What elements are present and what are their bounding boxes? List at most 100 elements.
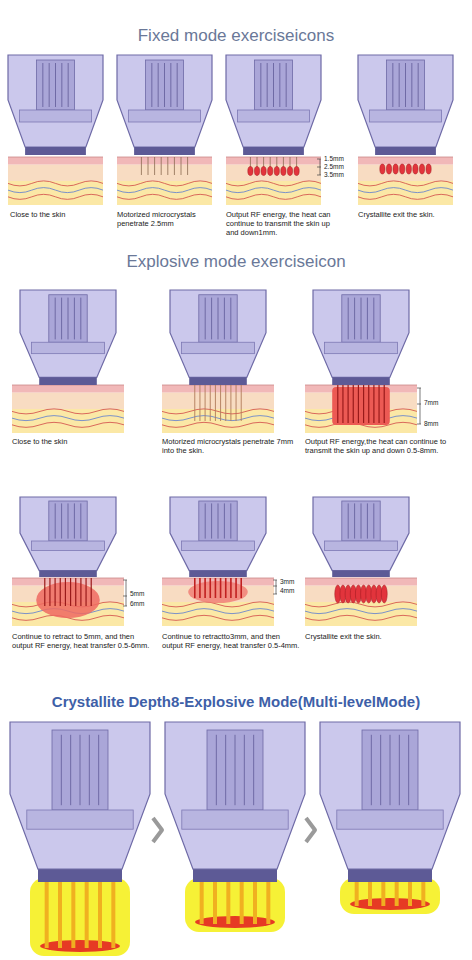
- cartridge-line: [354, 298, 355, 340]
- blood-vessel: [12, 416, 124, 421]
- cartridge-line: [418, 63, 419, 107]
- depth-bracket: [123, 580, 127, 606]
- cartridge-line: [49, 63, 50, 107]
- microneedle: [421, 880, 425, 906]
- microneedle: [384, 385, 385, 423]
- blood-vessel: [117, 194, 212, 199]
- housing-step: [128, 110, 200, 122]
- microneedle: [60, 578, 61, 606]
- heat-spot: [386, 164, 391, 174]
- microneedle: [70, 578, 71, 606]
- microneedle: [65, 578, 66, 606]
- dermis: [117, 165, 212, 181]
- microneedle: [220, 385, 221, 421]
- cartridge-line: [80, 735, 81, 805]
- rf-heat-zone: [335, 585, 387, 603]
- cartridge-line: [55, 503, 56, 538]
- fat-layer: [12, 409, 124, 433]
- cartridge-line: [205, 298, 206, 340]
- skin-section: [12, 385, 124, 433]
- handpiece-body: [313, 497, 409, 571]
- depth-dimension: 4mm: [280, 587, 310, 595]
- skin-section: [162, 578, 274, 626]
- fat-layer: [226, 181, 321, 205]
- cartridge-line: [158, 63, 159, 107]
- handpiece-body: [226, 55, 321, 147]
- handpiece: [320, 722, 460, 882]
- microneedle: [85, 880, 89, 948]
- housing-step: [32, 541, 105, 551]
- blood-vessel: [12, 422, 124, 427]
- handpiece: [170, 290, 266, 385]
- handpiece: [358, 55, 453, 155]
- microneedles: [195, 578, 241, 598]
- step-caption: Motorized microcrystals penetrate 7mm in…: [162, 437, 297, 455]
- housing-step: [325, 342, 398, 353]
- microneedle: [71, 880, 75, 948]
- cartridge: [362, 730, 418, 810]
- microneedle: [378, 385, 379, 423]
- bracket-tick: [317, 175, 321, 176]
- cartridge: [49, 501, 87, 541]
- cartridge: [342, 295, 380, 343]
- skin-surface: [117, 157, 212, 158]
- depth-bracket: [273, 580, 277, 594]
- cartridge: [199, 501, 237, 541]
- cartridge: [199, 295, 237, 343]
- dermis: [12, 393, 124, 409]
- housing-step: [182, 342, 255, 353]
- blood-vessel: [162, 422, 274, 427]
- cartridge-line: [42, 63, 43, 107]
- energy-glow: [340, 878, 440, 914]
- microneedle: [395, 880, 399, 906]
- microneedle: [167, 157, 168, 175]
- cartridge-line: [230, 503, 231, 538]
- heat-spot: [254, 167, 259, 176]
- epidermis: [117, 157, 212, 165]
- microneedle: [199, 385, 200, 421]
- skin-surface: [8, 157, 103, 158]
- handpiece: [165, 722, 305, 882]
- microneedle: [342, 385, 343, 423]
- bracket-tick: [317, 159, 321, 160]
- fat-layer: [305, 602, 417, 626]
- microneedle: [85, 578, 86, 606]
- bracket-tick: [123, 606, 127, 607]
- section-heading: Crystallite Depth8-Explosive Mode(Multi-…: [6, 693, 466, 711]
- bracket-tick: [273, 594, 277, 595]
- handpiece-tip: [189, 571, 247, 577]
- blood-vessel: [162, 615, 274, 620]
- microneedle: [91, 578, 92, 606]
- skin-section: [305, 385, 417, 433]
- depth-dimension: 7mm: [424, 399, 464, 407]
- cartridge: [146, 60, 184, 110]
- microneedle: [358, 385, 359, 423]
- step-caption: Crystallite exit the skin.: [305, 632, 445, 641]
- cartridge: [342, 501, 380, 541]
- cartridge-line: [61, 503, 62, 538]
- handpiece: [10, 722, 150, 882]
- dermis: [226, 165, 321, 181]
- heat-core: [195, 916, 275, 928]
- cartridge: [52, 730, 108, 810]
- microneedle: [161, 157, 162, 175]
- microneedle: [194, 385, 195, 421]
- dermis: [8, 165, 103, 181]
- microneedle: [44, 578, 45, 606]
- cartridge-line: [267, 63, 268, 107]
- microneedle: [111, 880, 115, 948]
- skin-surface: [162, 578, 274, 579]
- handpiece-tip: [375, 147, 436, 155]
- epidermis: [162, 385, 274, 393]
- bracket-line: [276, 580, 277, 594]
- cartridge-line: [170, 63, 171, 107]
- fat-layer: [8, 181, 103, 205]
- cartridge-line: [89, 735, 90, 805]
- handpiece-body: [20, 290, 116, 377]
- skin-surface: [305, 578, 417, 579]
- microneedle: [205, 385, 206, 421]
- blood-vessel: [226, 181, 321, 186]
- bracket-tick: [273, 580, 277, 581]
- fat-layer: [162, 409, 274, 433]
